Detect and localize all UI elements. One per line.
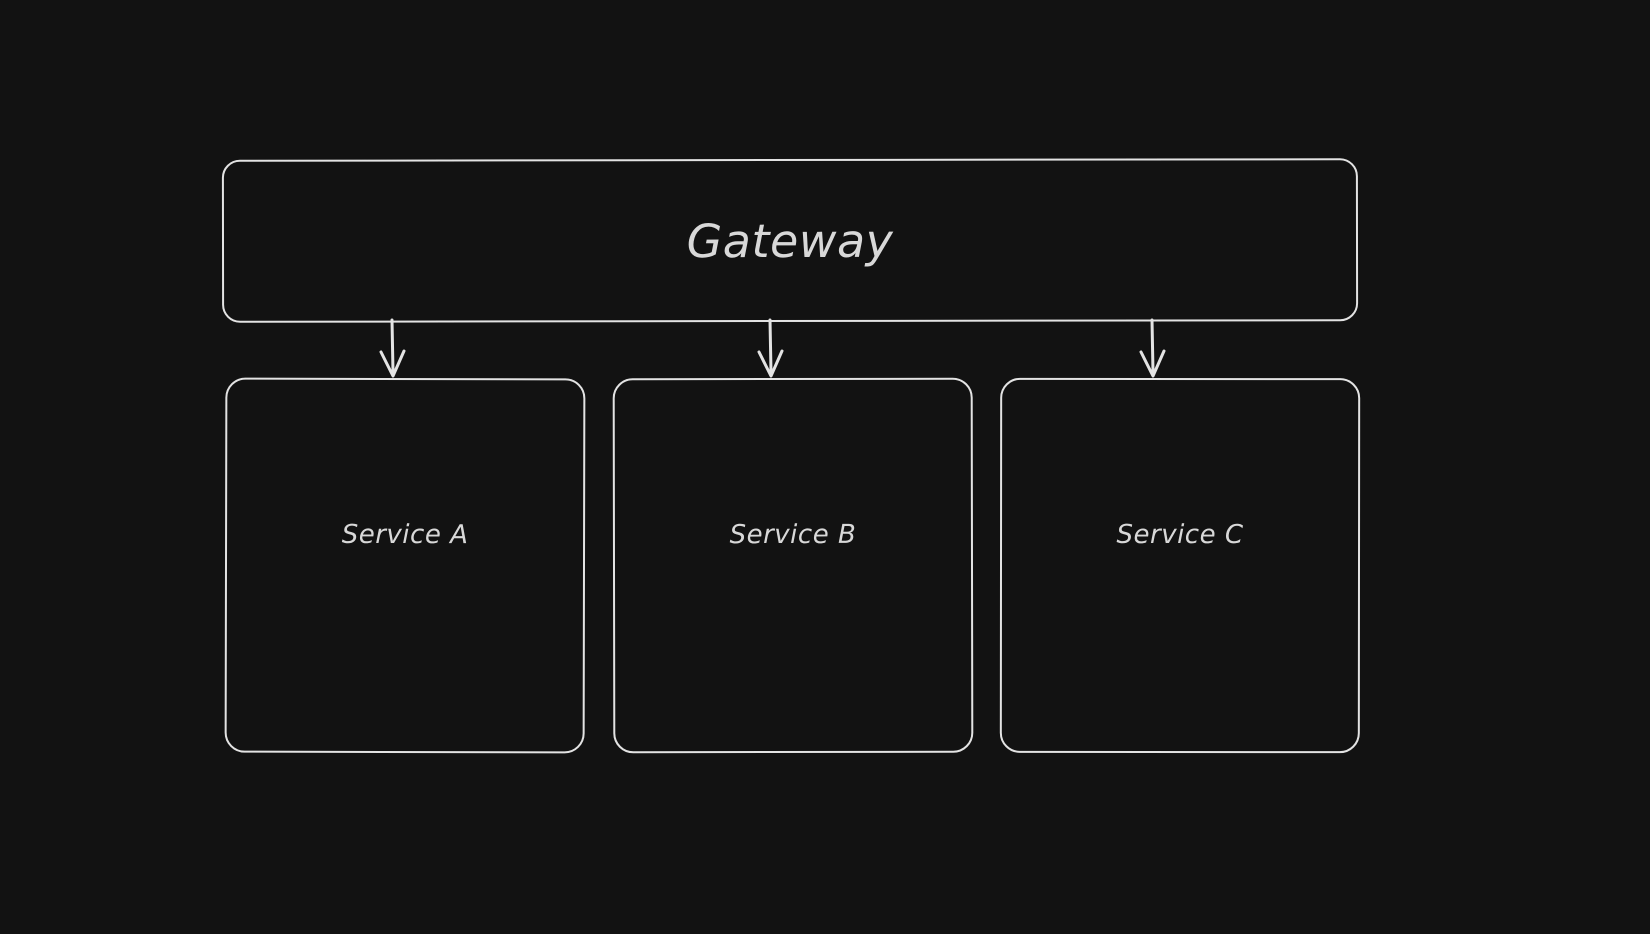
- node-service-c[interactable]: Service C: [999, 377, 1361, 754]
- node-gateway[interactable]: Gateway: [221, 158, 1359, 323]
- node-service-b-label: Service B: [729, 519, 857, 551]
- connector-gateway-to-service-c: [1139, 318, 1166, 378]
- connector-gateway-to-service-b: [757, 318, 784, 378]
- node-service-a-label: Service A: [341, 519, 469, 551]
- node-service-a[interactable]: Service A: [224, 377, 586, 754]
- connector-gateway-to-service-a: [379, 318, 406, 378]
- node-service-c-label: Service C: [1116, 519, 1244, 551]
- node-service-b[interactable]: Service B: [612, 377, 974, 754]
- node-gateway-label: Gateway: [686, 213, 894, 268]
